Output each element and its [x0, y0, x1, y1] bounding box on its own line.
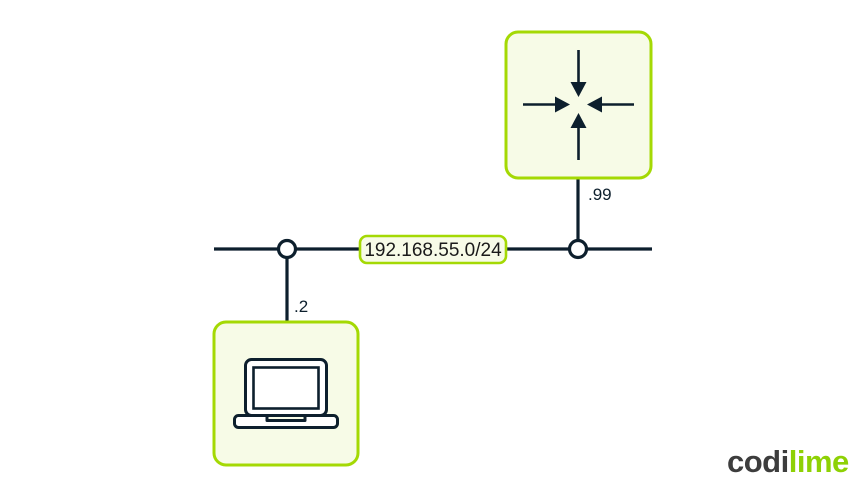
- laptop-screen: [252, 366, 320, 410]
- router-arrow-left-icon: [587, 96, 634, 113]
- router-arrow-up-icon: [570, 113, 587, 160]
- router-device-box[interactable]: [504, 30, 653, 180]
- subnet-label-text: 192.168.55.0/24: [364, 240, 502, 261]
- router-arrow-down-icon: [570, 50, 587, 97]
- laptop-icon: [233, 358, 339, 429]
- router-icon: [523, 50, 634, 160]
- logo-text-lime: lime: [788, 444, 850, 479]
- router-connection-node[interactable]: [567, 238, 589, 260]
- logo-text-codi: codi: [727, 444, 789, 479]
- codilime-logo: codilime: [727, 446, 849, 477]
- subnet-label: 192.168.55.0/24: [358, 234, 508, 265]
- laptop-device[interactable]: [212, 320, 360, 467]
- laptop-base: [233, 414, 339, 429]
- router-device[interactable]: [504, 30, 653, 180]
- laptop-interface-label: .2: [294, 297, 308, 316]
- router-arrow-right-icon: [523, 96, 570, 113]
- laptop-connection-node[interactable]: [276, 238, 298, 260]
- router-interface-label: .99: [588, 185, 612, 204]
- subnet-label-box: [358, 234, 508, 265]
